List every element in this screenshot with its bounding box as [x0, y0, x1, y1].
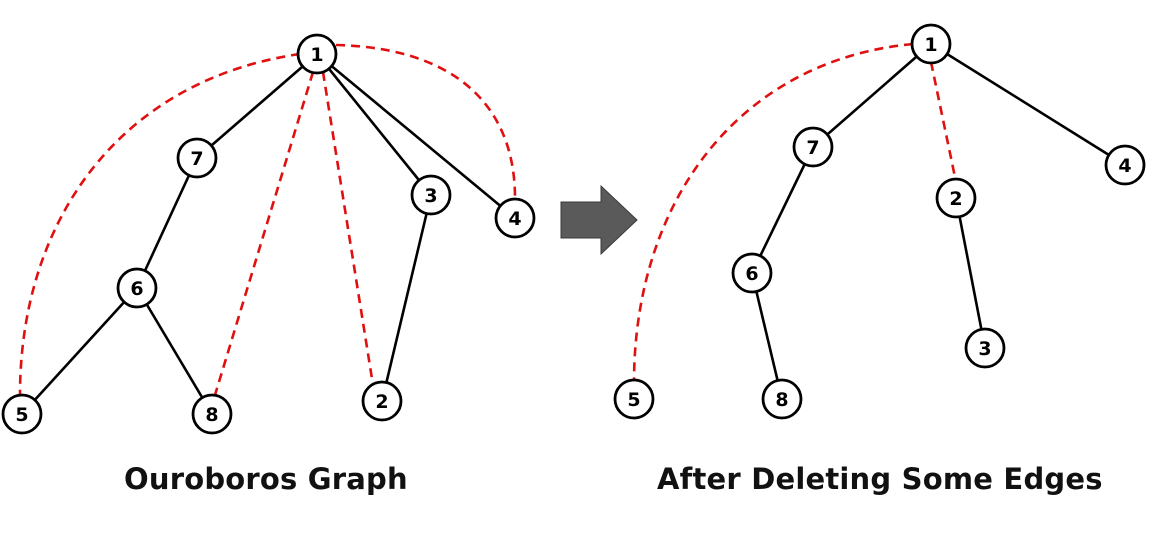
right-caption: After Deleting Some Edges — [657, 462, 1103, 496]
right-edge-1-7 — [812, 43, 932, 148]
right-node-3: 3 — [964, 327, 1006, 369]
left-node-5: 5 — [1, 393, 43, 435]
right-edge-2-3 — [954, 197, 987, 349]
left-edge-3-2 — [380, 194, 433, 402]
right-node-7: 7 — [792, 126, 834, 168]
svg-text:3: 3 — [978, 338, 991, 360]
left-edge-7-6 — [135, 157, 199, 289]
left-graph: 1 7 6 5 8 3 2 4 — [1, 33, 536, 435]
right-edge-6-8 — [750, 272, 784, 400]
left-node-7: 7 — [176, 137, 218, 179]
left-node-3: 3 — [410, 174, 452, 216]
left-node-8: 8 — [191, 393, 233, 435]
right-arrow-icon — [560, 184, 638, 256]
left-node-1: 1 — [296, 33, 338, 75]
right-edge-1-5-dashed — [632, 42, 914, 384]
right-edge-7-6 — [750, 146, 815, 274]
svg-text:6: 6 — [130, 278, 143, 300]
right-node-2: 2 — [935, 177, 977, 219]
left-edge-1-4 — [316, 52, 516, 220]
svg-text:1: 1 — [310, 44, 323, 66]
svg-text:8: 8 — [775, 389, 788, 411]
left-node-4: 4 — [494, 197, 536, 239]
right-node-8: 8 — [761, 378, 803, 420]
svg-text:4: 4 — [1118, 155, 1131, 177]
right-edge-1-2-dashed — [929, 61, 958, 183]
svg-text:4: 4 — [508, 208, 521, 230]
svg-text:7: 7 — [190, 148, 203, 170]
left-edge-1-5-dashed — [18, 52, 301, 396]
left-edge-6-8 — [135, 287, 214, 415]
right-edge-1-4 — [930, 42, 1126, 167]
left-node-6: 6 — [116, 267, 158, 309]
svg-text:5: 5 — [627, 389, 640, 411]
left-edge-1-8-dashed — [213, 71, 315, 396]
right-node-4: 4 — [1104, 144, 1146, 186]
svg-text:8: 8 — [205, 404, 218, 426]
left-edge-1-2-dashed — [321, 71, 375, 386]
right-graph: 1 7 6 8 5 2 3 4 — [613, 23, 1146, 420]
svg-text:3: 3 — [424, 185, 437, 207]
left-edge-1-4-dashed — [335, 43, 517, 199]
svg-text:2: 2 — [949, 188, 962, 210]
svg-text:7: 7 — [806, 137, 819, 159]
left-caption: Ouroboros Graph — [124, 462, 408, 496]
svg-text:5: 5 — [15, 404, 28, 426]
left-node-2: 2 — [361, 380, 403, 422]
svg-text:2: 2 — [375, 391, 388, 413]
left-edge-1-7 — [196, 53, 318, 159]
right-node-1: 1 — [910, 23, 952, 65]
left-edge-6-5 — [21, 287, 138, 415]
svg-text:1: 1 — [924, 34, 937, 56]
left-edge-1-3 — [315, 53, 433, 196]
svg-text:6: 6 — [745, 263, 758, 285]
right-node-6: 6 — [731, 252, 773, 294]
right-node-5: 5 — [613, 378, 655, 420]
